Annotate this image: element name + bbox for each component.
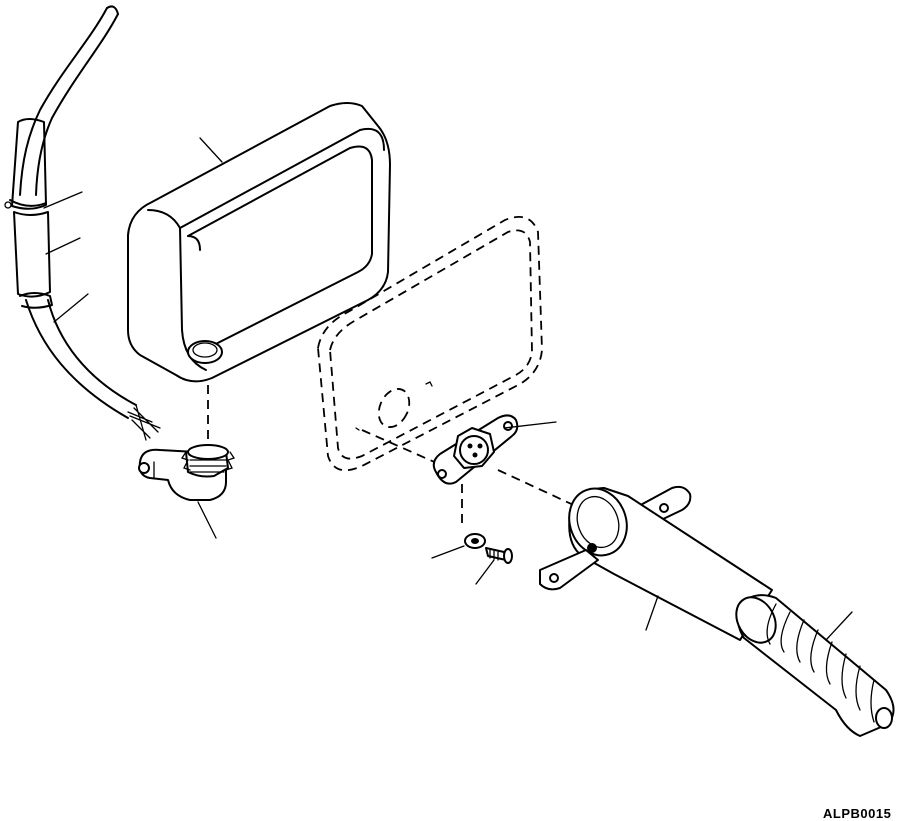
lamp-housing [127, 102, 391, 383]
screw [475, 547, 513, 585]
spiral-tube [735, 594, 895, 737]
wiring-harness [4, 5, 161, 441]
drawing-code-label: ALPB0015 [823, 806, 892, 821]
mounting-plate [317, 216, 543, 472]
elbow-connector [138, 444, 236, 539]
connector-socket [432, 414, 557, 485]
assembly-line-boot [497, 469, 581, 509]
boot-cover [539, 485, 773, 641]
washer [431, 533, 486, 559]
